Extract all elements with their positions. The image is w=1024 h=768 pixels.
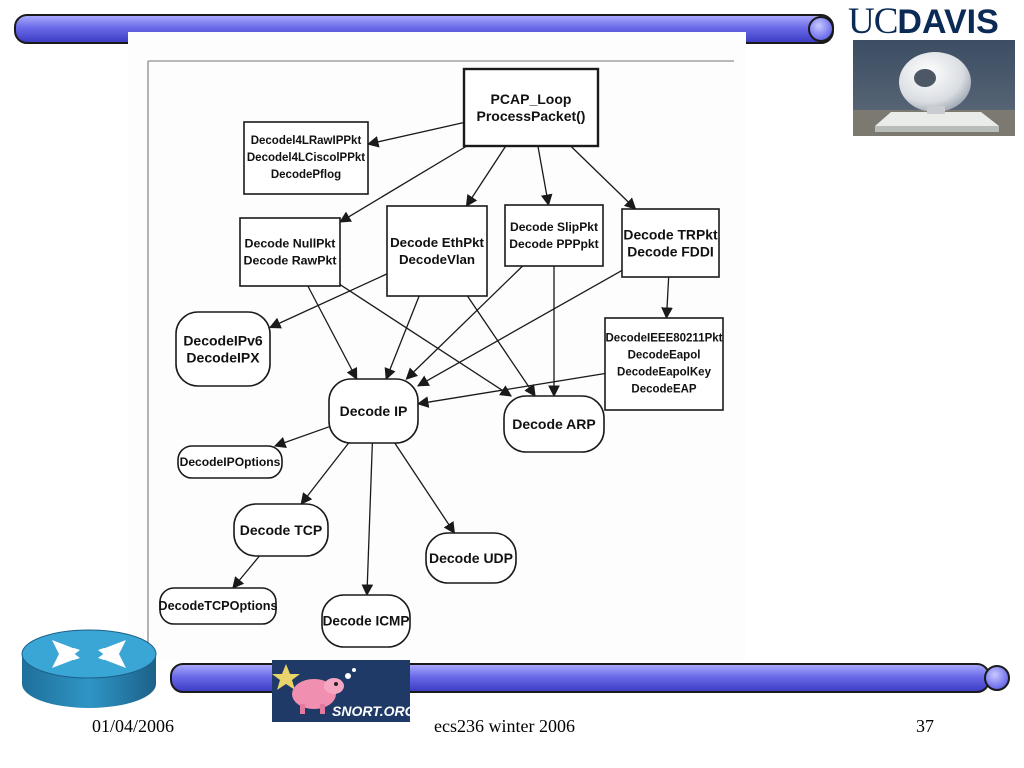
edge-ip-to-udp bbox=[394, 442, 456, 534]
node-box bbox=[321, 594, 411, 648]
edge-nullpkt-to-ip bbox=[307, 285, 358, 381]
node-label: Decodel4LCiscolPPkt bbox=[247, 152, 365, 164]
node-arp: Decode ARP bbox=[503, 395, 605, 453]
node-ieee: DecodeIEEE80211PktDecodeEapolDecodeEapol… bbox=[604, 317, 724, 411]
node-label: DecodeEAP bbox=[631, 384, 697, 396]
node-box bbox=[504, 204, 604, 267]
node-label: Decode UDP bbox=[429, 550, 513, 566]
node-box bbox=[604, 317, 724, 411]
node-label: Decode TCP bbox=[240, 522, 322, 538]
node-box bbox=[177, 445, 283, 479]
snort-org-logo: SNORT.ORG bbox=[272, 660, 410, 722]
node-box bbox=[159, 587, 277, 625]
edge-pcap-to-nullpkt bbox=[338, 145, 468, 223]
edge-pcap-to-ethpkt bbox=[465, 145, 507, 207]
node-d4l: Decodel4LRawIPPktDecodel4LCiscolPPktDeco… bbox=[243, 121, 369, 195]
edge-ieee-to-ip bbox=[416, 372, 606, 408]
node-label: Decode ICMP bbox=[323, 614, 410, 629]
node-label: Decode FDDI bbox=[627, 244, 713, 260]
node-label: PCAP_Loop bbox=[491, 91, 572, 107]
edge-ethpkt-to-arp bbox=[466, 295, 536, 397]
node-icmp: Decode ICMP bbox=[321, 594, 411, 648]
edge-slippkt-to-ip bbox=[405, 265, 524, 380]
node-label: DecodeIEEE80211Pkt bbox=[606, 333, 723, 345]
node-label: Decode NullPkt bbox=[245, 237, 336, 251]
edge-tcp-to-tcpoptions bbox=[232, 555, 260, 589]
node-label: Decode EthPkt bbox=[390, 235, 484, 250]
node-label: DecodePflog bbox=[271, 169, 341, 181]
node-label: Decode TRPkt bbox=[623, 227, 718, 243]
edge-pcap-to-slippkt bbox=[537, 145, 553, 207]
node-box bbox=[503, 395, 605, 453]
node-label: Decode ARP bbox=[512, 416, 596, 432]
node-box bbox=[425, 532, 517, 584]
node-box bbox=[243, 121, 369, 195]
edge-ethpkt-to-ip bbox=[384, 295, 420, 381]
edge-ip-to-tcp bbox=[300, 442, 350, 505]
edge-ip-to-ipoptions bbox=[273, 426, 330, 448]
node-tcpoptions: DecodeTCPOptions bbox=[158, 587, 278, 625]
top-bar-end-cap bbox=[808, 16, 834, 42]
edge-pcap-to-d4l bbox=[366, 121, 465, 148]
node-box bbox=[621, 208, 720, 278]
edge-nullpkt-to-arp bbox=[339, 284, 513, 397]
egg-sculpture-photo bbox=[853, 40, 1015, 136]
node-label: Decode RawPkt bbox=[244, 254, 337, 268]
node-ipoptions: DecodeIPOptions bbox=[177, 445, 283, 479]
node-label: Decode IP bbox=[340, 403, 408, 419]
node-label: DecodeTCPOptions bbox=[158, 599, 277, 613]
bottom-bar-end-cap bbox=[984, 665, 1010, 691]
node-label: DecodeIPX bbox=[186, 350, 260, 366]
node-label: Decode SlipPkt bbox=[510, 220, 598, 234]
node-label: DecodeIPv6 bbox=[183, 333, 263, 349]
node-udp: Decode UDP bbox=[425, 532, 517, 584]
ucdavis-logo: UCDAVIS bbox=[848, 1, 999, 42]
footer-page-number: 37 bbox=[916, 716, 934, 736]
node-ip: Decode IP bbox=[328, 378, 419, 444]
edge-ethpkt-to-ipv6 bbox=[268, 273, 388, 329]
node-label: DecodeVlan bbox=[399, 252, 475, 267]
footer-course-title: ecs236 winter 2006 bbox=[434, 716, 575, 736]
node-label: Decode PPPpkt bbox=[509, 237, 598, 251]
edge-ip-to-icmp bbox=[361, 442, 374, 597]
node-label: DecodeIPOptions bbox=[180, 455, 281, 469]
node-box bbox=[239, 217, 341, 287]
node-label: DecodeEapolKey bbox=[617, 367, 712, 379]
node-box bbox=[328, 378, 419, 444]
edge-trpkt-to-ip bbox=[416, 269, 623, 387]
edge-trpkt-to-ieee bbox=[661, 276, 673, 320]
node-label: ProcessPacket() bbox=[477, 108, 586, 124]
node-tcp: Decode TCP bbox=[233, 503, 329, 557]
node-box bbox=[386, 205, 488, 297]
node-label: Decodel4LRawIPPkt bbox=[251, 135, 362, 147]
node-box bbox=[175, 311, 271, 387]
node-label: DecodeEapol bbox=[628, 350, 701, 362]
node-box bbox=[233, 503, 329, 557]
svg-text:SNORT.ORG: SNORT.ORG bbox=[332, 703, 410, 719]
node-box bbox=[462, 67, 600, 148]
footer-date: 01/04/2006 bbox=[92, 716, 175, 736]
edge-pcap-to-trpkt bbox=[570, 145, 637, 210]
router-icon bbox=[21, 629, 157, 708]
